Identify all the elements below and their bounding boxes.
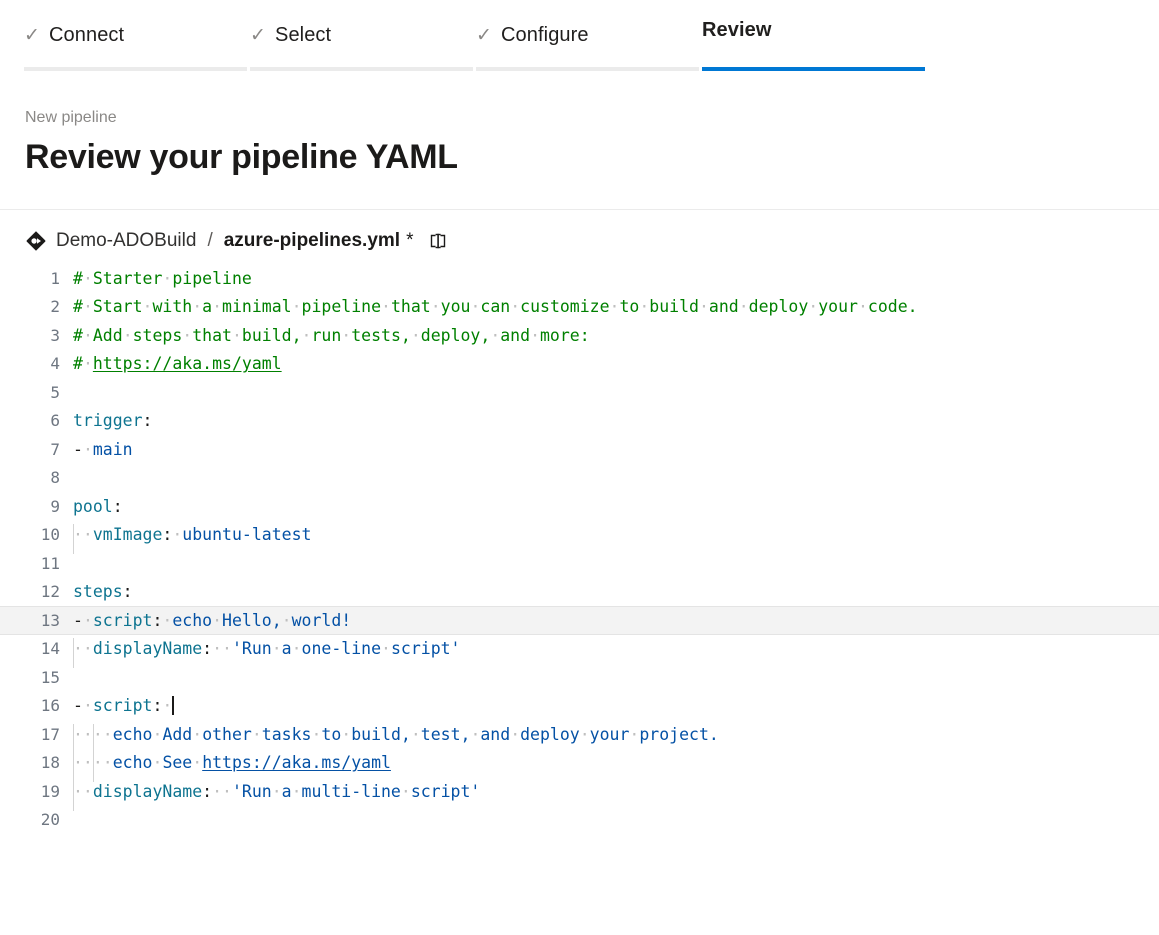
code-line[interactable]: 9 pool: bbox=[0, 492, 1159, 521]
line-number: 4 bbox=[50, 354, 60, 374]
indent-guide bbox=[73, 752, 74, 783]
line-number: 19 bbox=[40, 781, 60, 801]
yaml-docs-link[interactable]: https://aka.ms/yaml bbox=[92, 354, 282, 374]
indent-guide bbox=[73, 723, 74, 754]
code-line[interactable]: 17 ····echo·Add·other·tasks·to·build,·te… bbox=[0, 720, 1159, 754]
code-line[interactable]: 8 bbox=[0, 464, 1159, 493]
wizard-step-label: Review bbox=[702, 18, 772, 41]
indent-guide bbox=[93, 752, 94, 783]
line-content[interactable]: ··vmImage:·ubuntu-latest bbox=[73, 524, 1159, 555]
code-line[interactable]: 19 ··displayName:··'Run·a·multi-line·scr… bbox=[0, 777, 1159, 811]
repo-name[interactable]: Demo-ADOBuild bbox=[56, 230, 197, 251]
line-content[interactable]: #·Starter·pipeline bbox=[73, 268, 252, 288]
code-line[interactable]: 10 ··vmImage:·ubuntu-latest bbox=[0, 521, 1159, 555]
code-line[interactable]: 20 bbox=[0, 806, 1159, 835]
code-line[interactable]: 2 #·Start·with·a·minimal·pipeline·that·y… bbox=[0, 293, 1159, 322]
line-content[interactable]: ··displayName:··'Run·a·multi-line·script… bbox=[73, 780, 1159, 811]
line-number: 13 bbox=[40, 610, 60, 630]
line-content[interactable]: #·https://aka.ms/yaml bbox=[73, 354, 282, 374]
azure-repos-icon bbox=[25, 230, 47, 252]
indent-guide bbox=[73, 524, 74, 555]
check-icon: ✓ bbox=[250, 24, 266, 46]
path-separator: / bbox=[207, 230, 213, 251]
page-header: New pipeline Review your pipeline YAML bbox=[0, 74, 1159, 177]
wizard-step-progress-bar bbox=[24, 67, 247, 71]
pipeline-wizard-tabs: ✓ Connect ✓ Select ✓ Configure Review bbox=[0, 0, 1159, 74]
line-number: 20 bbox=[40, 810, 60, 830]
line-number: 8 bbox=[50, 468, 60, 488]
line-content[interactable]: ··displayName:··'Run·a·one-line·script' bbox=[73, 638, 1159, 669]
wizard-step-configure[interactable]: ✓ Configure bbox=[476, 0, 702, 71]
line-number: 1 bbox=[50, 268, 60, 288]
line-number: 9 bbox=[50, 496, 60, 516]
wizard-step-active-indicator bbox=[702, 67, 925, 71]
text-cursor bbox=[172, 696, 175, 716]
wizard-step-connect[interactable]: ✓ Connect bbox=[24, 0, 250, 71]
line-number: 2 bbox=[50, 297, 60, 317]
line-number: 14 bbox=[40, 639, 60, 659]
code-line[interactable]: 16 -·script:· bbox=[0, 692, 1159, 721]
code-line[interactable]: 11 bbox=[0, 549, 1159, 578]
wizard-step-label: Configure bbox=[501, 23, 589, 46]
line-content[interactable]: trigger: bbox=[73, 411, 153, 431]
indent-guide bbox=[73, 780, 74, 811]
indent-guide bbox=[73, 638, 74, 669]
indent-guide bbox=[93, 723, 94, 754]
line-content[interactable]: -·main bbox=[73, 439, 133, 459]
check-icon: ✓ bbox=[24, 24, 40, 46]
code-line-highlighted[interactable]: 13 -·script:·echo·Hello,·world! bbox=[0, 606, 1159, 635]
line-number: 12 bbox=[40, 582, 60, 602]
line-number: 6 bbox=[50, 411, 60, 431]
unsaved-changes-marker: * bbox=[406, 230, 414, 251]
line-content[interactable]: steps: bbox=[73, 582, 133, 602]
breadcrumb: New pipeline bbox=[25, 109, 117, 126]
line-content[interactable]: #·Start·with·a·minimal·pipeline·that·you… bbox=[73, 297, 918, 317]
line-content[interactable]: -·script:· bbox=[73, 696, 175, 716]
code-line[interactable]: 14 ··displayName:··'Run·a·one-line·scrip… bbox=[0, 635, 1159, 669]
line-number: 10 bbox=[40, 525, 60, 545]
code-line[interactable]: 18 ····echo·See·https://aka.ms/yaml bbox=[0, 749, 1159, 783]
wizard-step-select[interactable]: ✓ Select bbox=[250, 0, 476, 71]
compare-split-view-icon[interactable] bbox=[422, 231, 448, 251]
page-title: Review your pipeline YAML bbox=[25, 138, 458, 176]
line-number: 18 bbox=[40, 753, 60, 773]
code-line[interactable]: 15 bbox=[0, 663, 1159, 692]
check-icon: ✓ bbox=[476, 24, 492, 46]
code-line[interactable]: 7 -·main bbox=[0, 435, 1159, 464]
line-number: 11 bbox=[40, 553, 60, 573]
yaml-docs-link[interactable]: https://aka.ms/yaml bbox=[202, 753, 391, 773]
code-line[interactable]: 6 trigger: bbox=[0, 407, 1159, 436]
line-number: 15 bbox=[40, 667, 60, 687]
code-line[interactable]: 3 #·Add·steps·that·build,·run·tests,·dep… bbox=[0, 321, 1159, 350]
line-number: 7 bbox=[50, 439, 60, 459]
line-number: 3 bbox=[50, 325, 60, 345]
line-content[interactable]: ····echo·Add·other·tasks·to·build,·test,… bbox=[73, 723, 1159, 754]
code-line[interactable]: 12 steps: bbox=[0, 578, 1159, 607]
line-content[interactable]: pool: bbox=[73, 496, 123, 516]
wizard-step-progress-bar bbox=[250, 67, 473, 71]
yaml-code-editor[interactable]: 1 #·Starter·pipeline 2 #·Start·with·a·mi… bbox=[0, 264, 1159, 834]
line-content[interactable]: ····echo·See·https://aka.ms/yaml bbox=[73, 752, 1159, 783]
wizard-step-label: Select bbox=[275, 23, 332, 46]
code-line[interactable]: 4 #·https://aka.ms/yaml bbox=[0, 350, 1159, 379]
wizard-step-label: Connect bbox=[49, 23, 125, 46]
code-line[interactable]: 5 bbox=[0, 378, 1159, 407]
wizard-step-review[interactable]: Review bbox=[702, 0, 928, 71]
code-line[interactable]: 1 #·Starter·pipeline bbox=[0, 264, 1159, 293]
line-number: 16 bbox=[40, 696, 60, 716]
line-number: 17 bbox=[40, 724, 60, 744]
header-divider bbox=[0, 209, 1159, 210]
line-number: 5 bbox=[50, 382, 60, 402]
file-breadcrumb: Demo-ADOBuild / azure-pipelines.yml * bbox=[0, 210, 1159, 251]
file-name: azure-pipelines.yml bbox=[223, 230, 401, 251]
line-content[interactable]: #·Add·steps·that·build,·run·tests,·deplo… bbox=[73, 325, 590, 345]
line-content[interactable]: -·script:·echo·Hello,·world! bbox=[73, 610, 352, 630]
wizard-step-progress-bar bbox=[476, 67, 699, 71]
